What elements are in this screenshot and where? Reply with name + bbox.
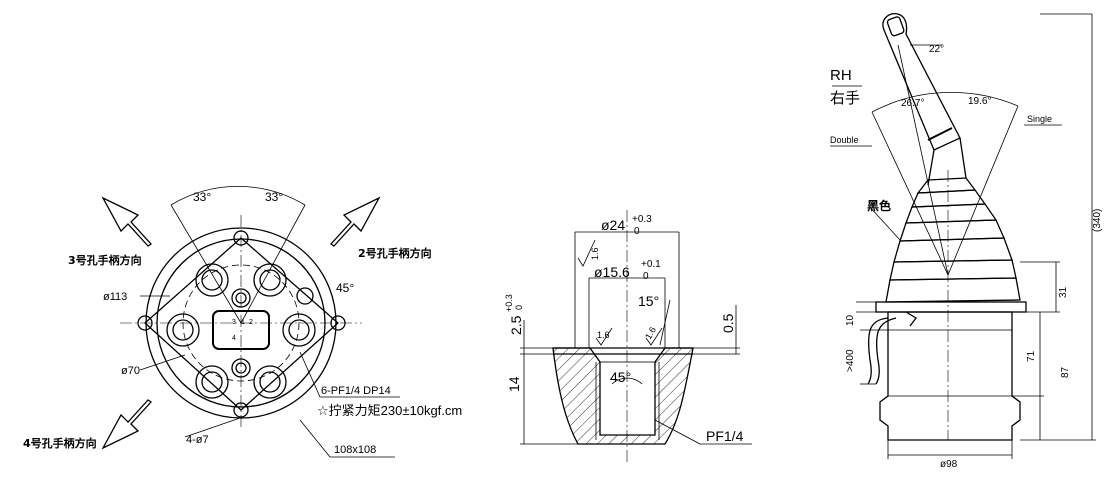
roughness-label: 1.6 bbox=[597, 330, 610, 340]
depth-2-5-tol-upper: +0.3 bbox=[504, 294, 514, 312]
dia-24-label: ø24 bbox=[601, 217, 625, 233]
section-hatched-body bbox=[552, 347, 694, 445]
hand-label-en: RH bbox=[830, 67, 852, 84]
central-boss bbox=[212, 310, 270, 350]
arrow-dir-2 bbox=[330, 196, 381, 247]
port-section-view: ø24 +0.3 0 ø15.6 +0.1 0 15° 45° 1.6 1.6 … bbox=[504, 210, 752, 462]
size-label: 108x108 bbox=[334, 444, 376, 456]
holes-label: 4-ø7 bbox=[186, 434, 209, 446]
angle-side-label: 45° bbox=[336, 281, 354, 295]
ports-label: 6-PF1/4 DP14 bbox=[321, 385, 391, 397]
dim-10-label: 10 bbox=[845, 314, 856, 326]
dia-15-6-tol-lower: 0 bbox=[643, 271, 649, 282]
handle-grip bbox=[882, 13, 961, 151]
double-label: Double bbox=[830, 135, 859, 145]
height-340-label: (340) bbox=[1092, 209, 1103, 232]
angle-15-label: 15° bbox=[638, 293, 659, 309]
direction-3-label: 3号孔手柄方向 bbox=[68, 253, 142, 267]
angle-right-label: 33° bbox=[265, 190, 283, 204]
port-number: 3 bbox=[232, 319, 236, 326]
valve-body bbox=[879, 311, 1021, 441]
angle-left-label: 33° bbox=[193, 190, 211, 204]
port-number: 4 bbox=[232, 335, 236, 342]
dia-24-tol-upper: +0.3 bbox=[632, 214, 652, 225]
angle-22-label: 22° bbox=[929, 44, 944, 55]
color-black-label: 黑色 bbox=[867, 198, 891, 213]
angle-45-label: 45° bbox=[610, 369, 631, 385]
dia-113-label: ø113 bbox=[103, 291, 127, 303]
port-holes bbox=[166, 263, 316, 399]
roughness-label: 1.6 bbox=[643, 325, 658, 341]
dim-400-label: >400 bbox=[845, 349, 856, 372]
roughness-label: 1.6 bbox=[590, 247, 600, 260]
dia-98-label: ø98 bbox=[940, 459, 958, 470]
dim-71-label: 71 bbox=[1026, 350, 1037, 362]
single-label: Single bbox=[1027, 114, 1052, 124]
dia-15-6-tol-upper: +0.1 bbox=[641, 259, 661, 270]
dim-87-label: 87 bbox=[1060, 366, 1071, 378]
angle-26-7-label: 26.7° bbox=[901, 98, 924, 109]
torque-label: ☆拧紧力矩230±10kgf.cm bbox=[317, 403, 462, 418]
arrow-dir-3 bbox=[101, 196, 152, 247]
mounting-face-view: 33° 33° 45° 2号孔手柄方向 3号孔手柄方向 4号孔手柄方向 ø113… bbox=[23, 186, 462, 458]
direction-2-label: 2号孔手柄方向 bbox=[358, 246, 432, 260]
dim-31-label: 31 bbox=[1058, 286, 1069, 298]
port-number: 2 bbox=[249, 319, 253, 326]
joystick-side-view: RH 右手 22° 26.7° 19.6° Double Single 黑色 (… bbox=[830, 13, 1103, 470]
hand-label-cn: 右手 bbox=[830, 90, 860, 107]
direction-4-label: 4号孔手柄方向 bbox=[23, 436, 97, 450]
depth-2-5-label: 2.5 bbox=[508, 315, 524, 335]
dia-70-label: ø70 bbox=[121, 365, 140, 377]
flange-plate bbox=[875, 301, 1027, 313]
port-number: 1 bbox=[241, 319, 245, 326]
dia-24-tol-lower: 0 bbox=[634, 226, 640, 237]
thread-label: PF1/4 bbox=[706, 428, 744, 444]
boot-base bbox=[885, 277, 1021, 303]
dia-15-6-label: ø15.6 bbox=[594, 264, 630, 280]
depth-0-5-label: 0.5 bbox=[720, 313, 736, 333]
depth-14-label: 14 bbox=[506, 376, 522, 392]
depth-2-5-tol-lower: 0 bbox=[514, 305, 524, 310]
arrow-dir-4 bbox=[101, 399, 152, 450]
angle-19-6-label: 19.6° bbox=[968, 96, 991, 107]
